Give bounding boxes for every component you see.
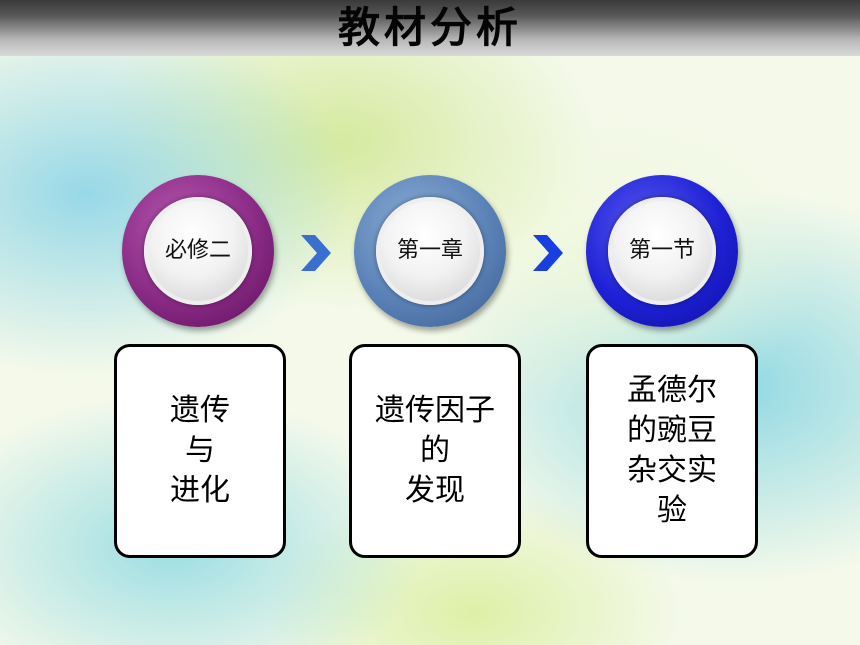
- card-3-line-4: 验: [657, 493, 687, 528]
- card-3-line-3: 杂交实: [627, 453, 717, 488]
- card-1-line-3: 进化: [170, 473, 230, 508]
- title-bar: [0, 0, 860, 56]
- step-circle-3-label: 第一节: [628, 238, 695, 263]
- slide-title: 教材分析: [337, 3, 522, 52]
- card-2-line-1: 遗传因子: [375, 393, 495, 428]
- card-1-line-2: 与: [185, 433, 215, 468]
- step-circle-1-label: 必修二: [164, 238, 231, 263]
- card-1-line-1: 遗传: [170, 393, 230, 428]
- card-2-line-2: 的: [420, 433, 450, 468]
- card-2-line-3: 发现: [405, 473, 465, 508]
- step-card-2: 遗传因子 的 发现: [349, 344, 521, 558]
- card-3-line-2: 的豌豆: [627, 413, 717, 448]
- card-3-line-1: 孟德尔: [627, 373, 717, 408]
- chevron-right-icon: [533, 235, 563, 271]
- chevron-right-icon: [301, 235, 331, 271]
- step-circle-2: 第一章: [354, 175, 506, 327]
- step-card-1: 遗传 与 进化: [114, 344, 286, 558]
- step-circle-1: 必修二: [122, 175, 274, 327]
- step-card-3: 孟德尔 的豌豆 杂交实 验: [586, 344, 758, 558]
- step-circle-2-label: 第一章: [396, 238, 463, 263]
- step-circle-3: 第一节: [586, 175, 738, 327]
